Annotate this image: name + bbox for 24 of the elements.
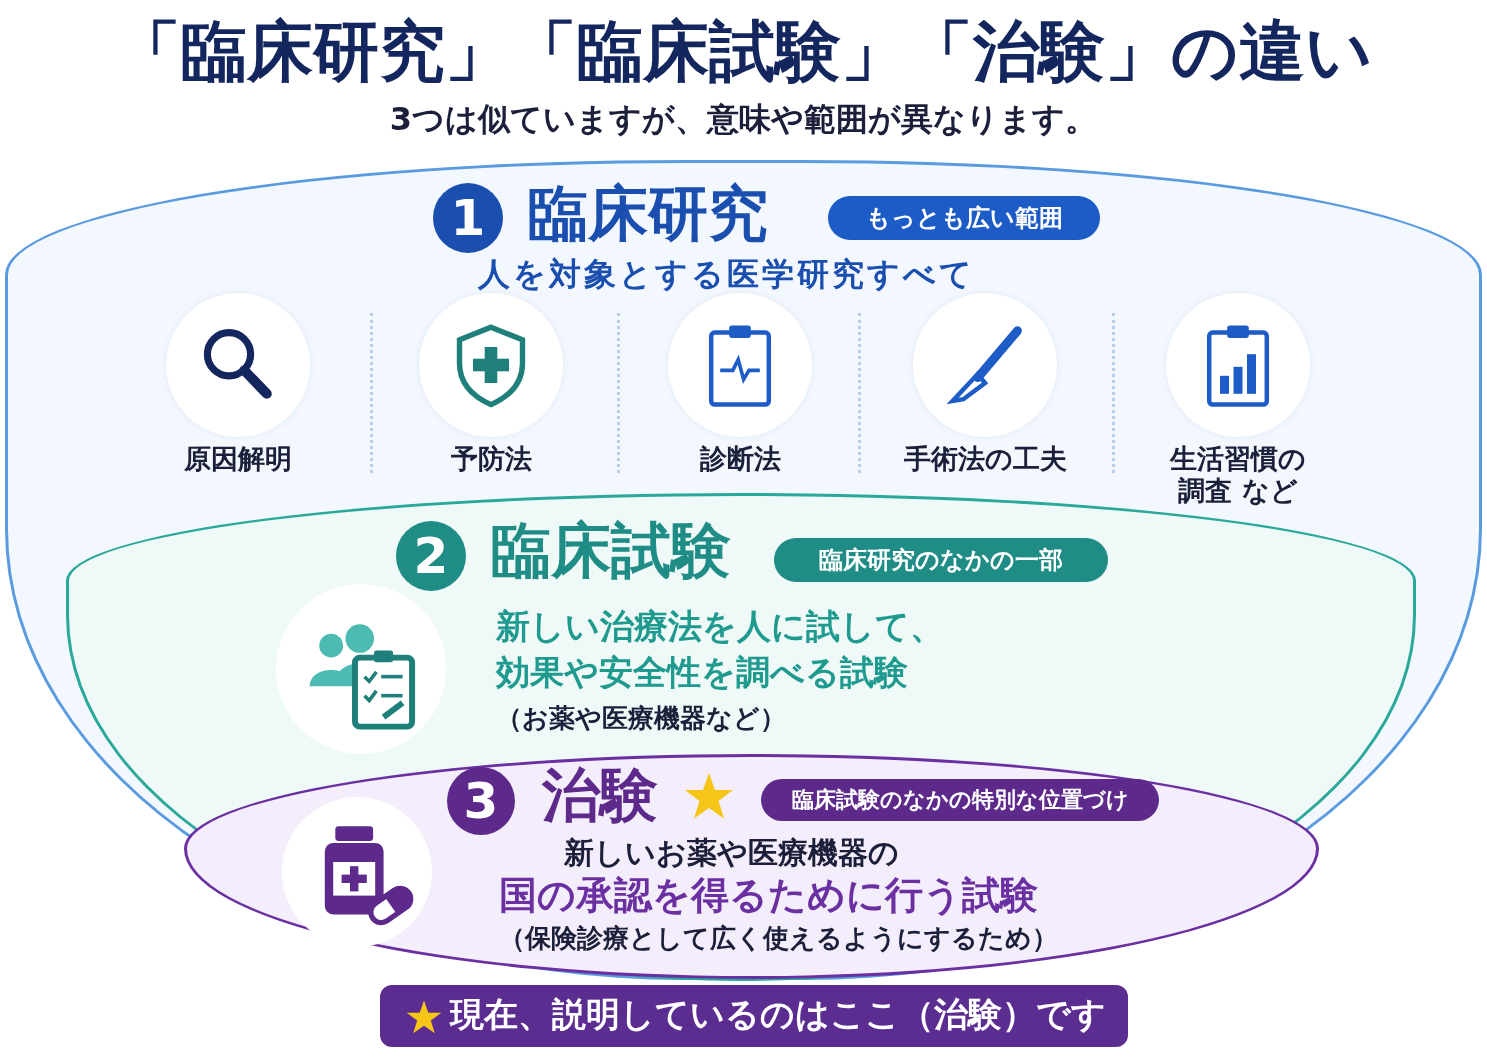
title: 「臨床研究」「臨床試験」「治験」の違い — [113, 12, 1374, 92]
section-heading: 臨床試験 — [491, 514, 731, 586]
tag-badge: もっとも広い範囲 — [828, 196, 1100, 240]
tag-badge: 臨床試験のなかの特別な位置づけ — [761, 779, 1159, 821]
section-description: 人を対象とする医学研究すべて — [478, 255, 975, 294]
item-label: 診断法 — [698, 443, 782, 476]
banner — [380, 985, 1128, 1047]
note-text: （お薬や医療機器など） — [496, 703, 786, 735]
item-label: 予防法 — [449, 443, 533, 476]
number-badge: 2 — [396, 521, 466, 591]
subtitle: 3つは似ていますが、意味や範囲が異なります。 — [388, 100, 1099, 139]
item-label: 原因解明 — [183, 443, 293, 476]
section-description: 国の承認を得るために行う試験 — [499, 873, 1038, 919]
section-heading: 臨床研究 — [528, 177, 768, 249]
note-text: （保険診療として広く使えるようにするため） — [499, 923, 1058, 955]
section-description: 新しいお薬や医療機器の — [564, 835, 899, 871]
section-heading: 治験 — [542, 761, 658, 831]
banner-text: 現在、説明しているのはここ（治験）です — [450, 994, 1106, 1035]
number-badge: 1 — [433, 183, 503, 253]
item-label: 手術法の工夫 — [902, 443, 1068, 476]
number-badge: 3 — [447, 767, 515, 835]
tag-badge: 臨床研究のなかの一部 — [774, 538, 1108, 582]
section-description: 新しい治療法を人に試して、効果や安全性を調べる試験 — [496, 605, 945, 694]
item-label: 生活習慣の調査 など — [1168, 443, 1307, 508]
